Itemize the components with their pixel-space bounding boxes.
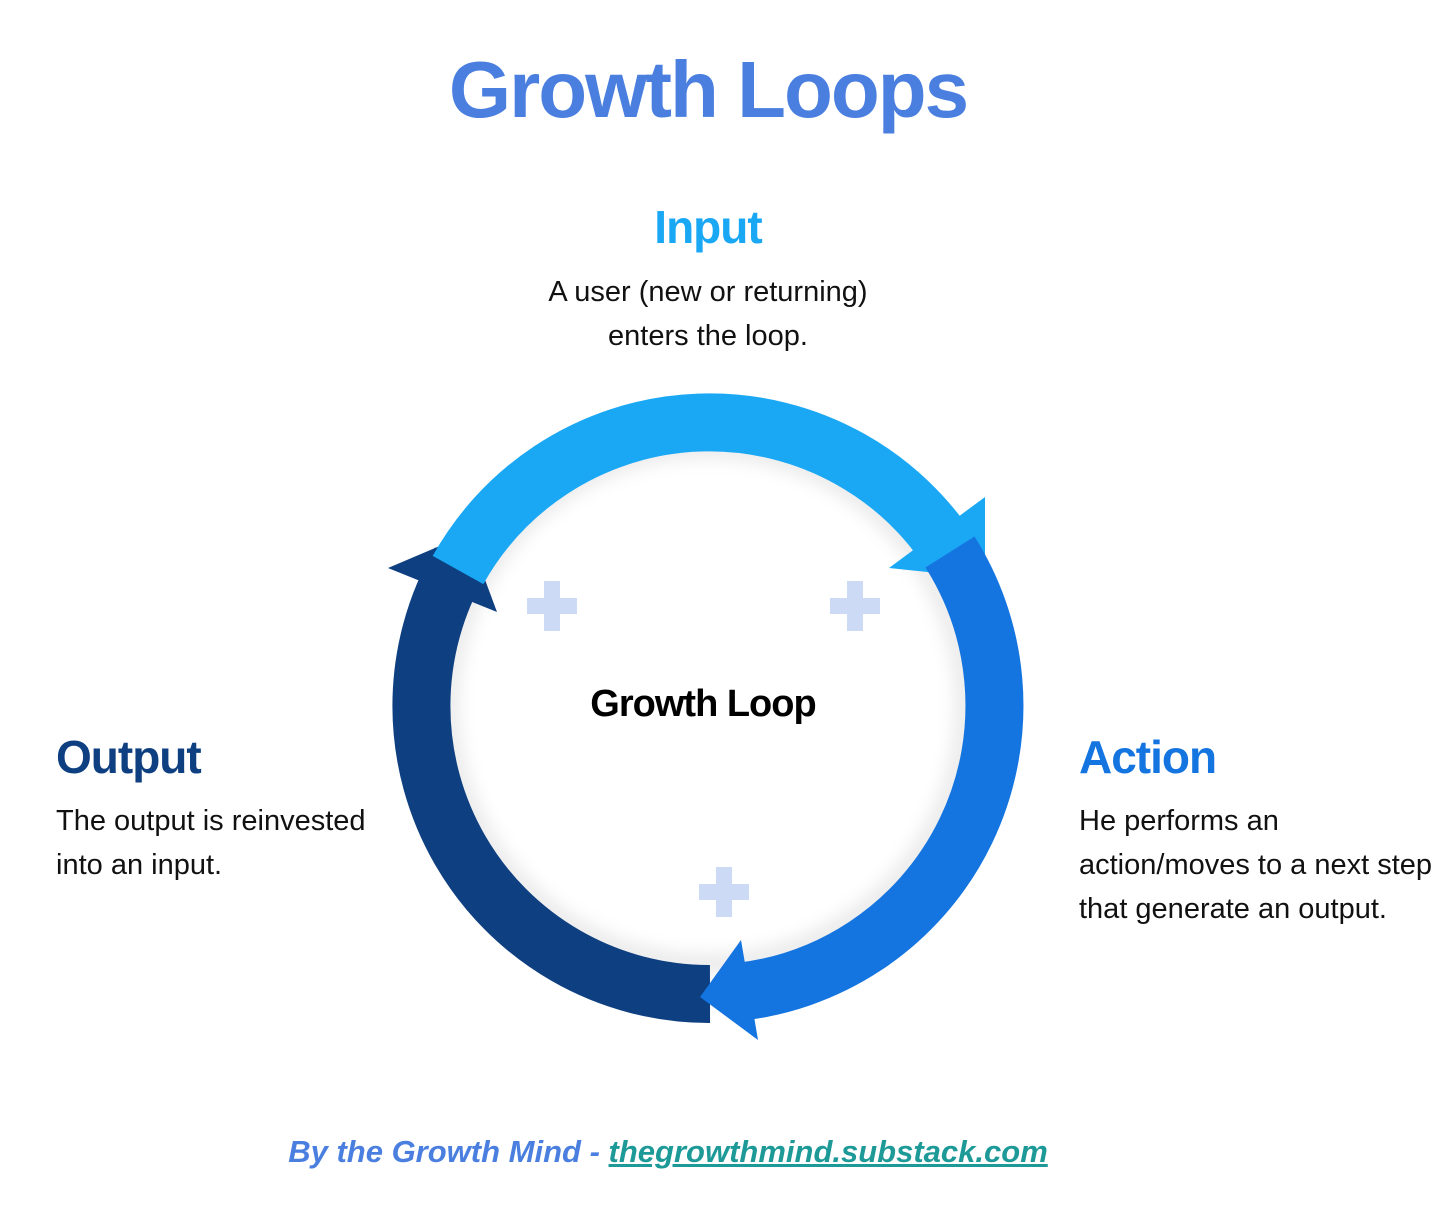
input-heading: Input: [654, 201, 762, 253]
plus-icon: [527, 581, 577, 631]
footer-credit-link[interactable]: thegrowthmind.substack.com: [608, 1134, 1048, 1169]
output-description-line-1: The output is reinvested: [56, 805, 366, 837]
footer-credit-prefix: By the Growth Mind -: [288, 1134, 609, 1169]
footer-credit: By the Growth Mind - thegrowthmind.subst…: [0, 1134, 1336, 1170]
action-description-line-1: He performs an: [1079, 805, 1279, 837]
input-arc: [432, 393, 975, 585]
input-description-line-1: A user (new or returning): [548, 276, 868, 308]
output-arc: [392, 547, 711, 1024]
plus-icon: [830, 581, 880, 631]
input-description: A user (new or returning) enters the loo…: [458, 270, 958, 358]
output-description-line-2: into an input.: [56, 849, 223, 881]
action-description: He performs an action/moves to a next st…: [1079, 799, 1449, 931]
action-description-line-3: that generate an output.: [1079, 893, 1387, 925]
output-description: The output is reinvested into an input.: [56, 799, 386, 887]
action-arc: [734, 536, 1024, 1021]
center-label: Growth Loop: [590, 683, 816, 725]
plus-icon: [699, 867, 749, 917]
diagram-title: Growth Loops: [448, 45, 969, 134]
action-heading: Action: [1079, 731, 1217, 783]
input-description-line-2: enters the loop.: [608, 320, 808, 352]
action-description-line-2: action/moves to a next step: [1079, 849, 1433, 881]
output-heading: Output: [56, 731, 202, 783]
action-arrowhead: [700, 940, 758, 1040]
